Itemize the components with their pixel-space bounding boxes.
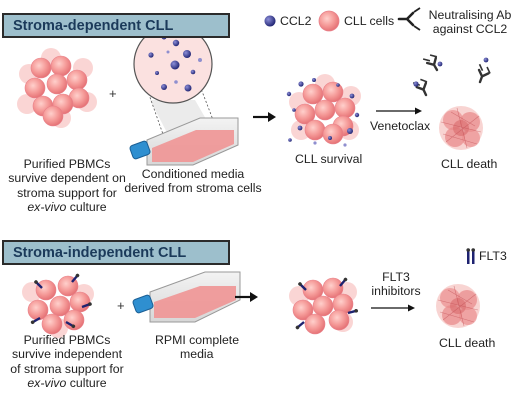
panel-title-stroma-independent: Stroma-independent CLL: [2, 240, 230, 265]
cll-death-cluster-bottom: [436, 284, 480, 328]
caption-conditioned-media: Conditioned media derived from stroma ce…: [124, 167, 262, 196]
cll-death-cluster-top: [439, 106, 483, 150]
label-cll-death-top: CLL death: [441, 157, 498, 171]
legend-cll-cell: [318, 10, 340, 32]
legend-cll-cells-label: CLL cells: [344, 14, 395, 28]
arrow-to-survival: [253, 112, 276, 122]
caption-pbmc-independent: Purified PBMCs survive independent of st…: [10, 333, 124, 391]
panel-title-stroma-dependent: Stroma-dependent CLL: [2, 13, 230, 38]
legend-ccl2-label: CCL2: [280, 14, 312, 28]
legend-antibody-icon: [397, 7, 421, 31]
plus-sign-bottom: +: [117, 298, 125, 313]
legend-ccl2-dot: [264, 15, 276, 27]
pbmc-cluster-top: [17, 48, 97, 128]
legend-flt3-label: FLT3: [479, 249, 507, 263]
caption-pbmc-dependent: Purified PBMCs survive dependent on stro…: [8, 157, 126, 215]
legend-antibody-label: Neutralising Ab against CCL2: [428, 8, 512, 37]
culture-flask-bottom: [132, 271, 241, 323]
label-venetoclax: Venetoclax: [370, 119, 431, 133]
arrow-bottom-to-cells: [235, 292, 258, 302]
ccl2-dots-magnified: [148, 34, 202, 92]
label-cll-death-bottom: CLL death: [439, 336, 496, 350]
arrow-venetoclax: [376, 107, 422, 115]
arrow-flt3-inhibitors: [371, 304, 415, 312]
neutralising-antibodies: [411, 51, 493, 99]
label-flt3-inhibitors: FLT3 inhibitors: [371, 270, 421, 299]
plus-sign-top: +: [109, 86, 117, 101]
label-cll-survival: CLL survival: [295, 152, 363, 166]
caption-rpmi-media: RPMI complete media: [155, 333, 240, 362]
culture-flask-top: [129, 117, 239, 166]
ccl2-dots-survival: [286, 78, 360, 147]
legend-flt3-icon: [466, 248, 476, 264]
ccl2-dots-bound: [413, 57, 489, 87]
